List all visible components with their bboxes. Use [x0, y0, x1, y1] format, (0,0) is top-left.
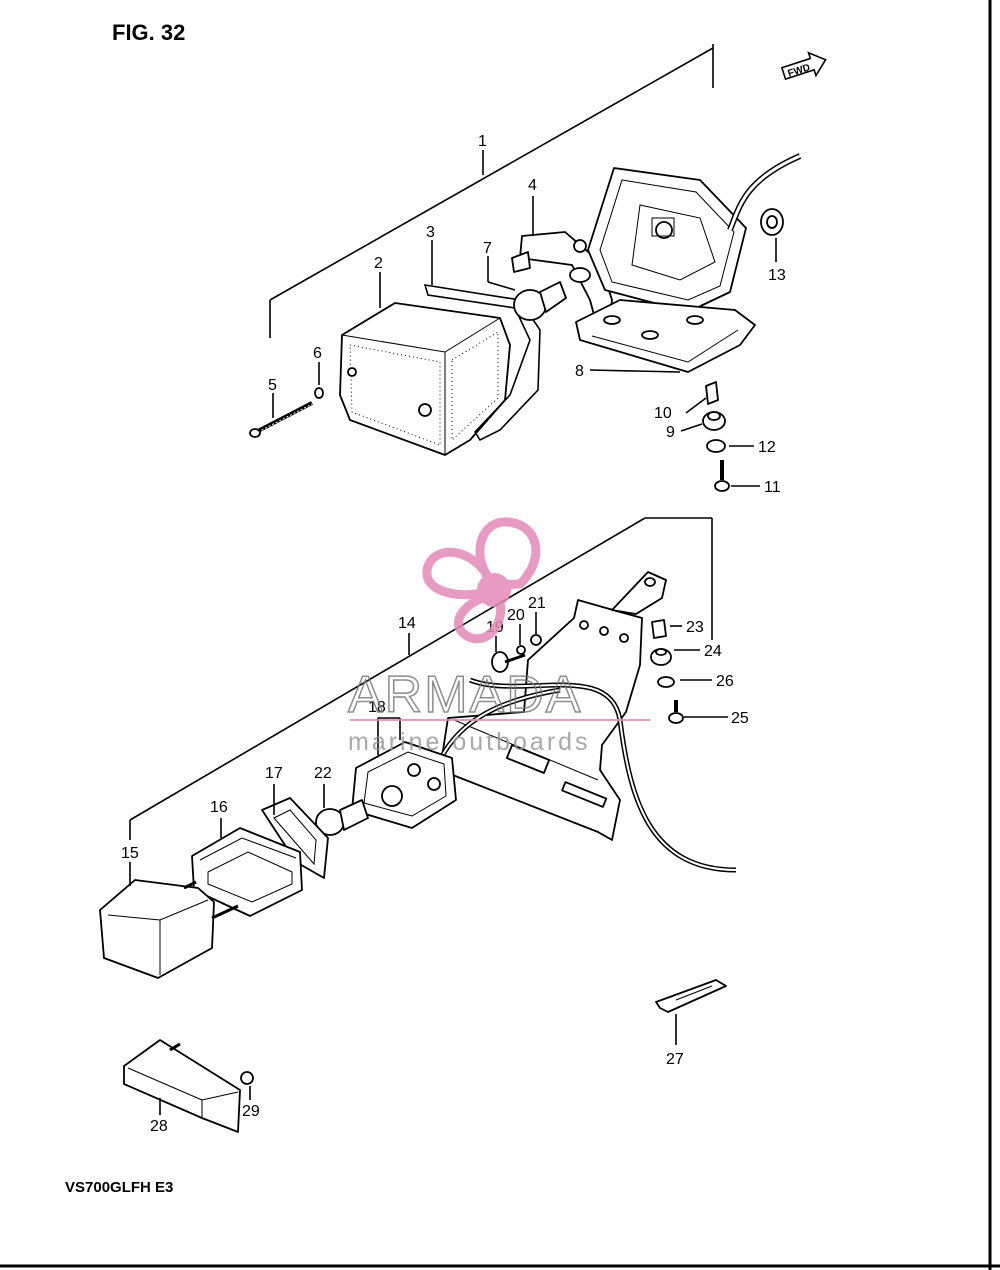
callout-7: 7	[483, 240, 492, 257]
callout-labels: 1 2 3 4 5 6 7 8 9 10 11 12 13 14 15 16 1…	[121, 133, 786, 1135]
rear-reflector	[123, 1039, 241, 1133]
callout-20: 20	[507, 607, 525, 624]
license-lamp-bolt	[491, 651, 526, 673]
figure-title: FIG. 32	[112, 20, 185, 45]
tail-bulb	[513, 281, 567, 321]
callout-6: 6	[313, 345, 322, 362]
license-lamp-socket	[351, 741, 457, 829]
callout-25: 25	[731, 710, 749, 727]
reflector-nut	[240, 1071, 254, 1085]
callout-26: 26	[716, 673, 734, 690]
watermark-brand: ARMADA	[348, 666, 582, 724]
mount-bolt	[714, 460, 730, 492]
callout-16: 16	[210, 799, 228, 816]
propeller-logo-icon	[422, 517, 541, 644]
callout-4: 4	[528, 177, 537, 194]
callout-3: 3	[426, 224, 435, 241]
lens-screw	[249, 401, 313, 438]
bolt-nut	[530, 634, 542, 646]
license-lamp-lens	[99, 879, 239, 979]
callout-22: 22	[314, 765, 332, 782]
screw-washer	[314, 387, 324, 399]
callout-14: 14	[398, 615, 416, 632]
bracket-bolt	[668, 700, 684, 724]
callout-bracket-14	[129, 517, 713, 840]
callout-5: 5	[268, 377, 277, 394]
watermark-tagline: marine outboards	[348, 728, 591, 756]
callout-bracket-1	[269, 44, 714, 338]
lamp-base-housing	[575, 167, 756, 373]
callout-29: 29	[242, 1103, 260, 1120]
callout-24: 24	[704, 643, 722, 660]
bracket-washer	[657, 676, 675, 688]
wire-grommet	[760, 208, 784, 236]
callout-27: 27	[666, 1051, 684, 1068]
bracket-cushion	[650, 648, 672, 666]
mount-cushion	[702, 411, 726, 431]
callout-12: 12	[758, 439, 776, 456]
callout-15: 15	[121, 845, 139, 862]
callout-8: 8	[575, 363, 584, 380]
mount-washer	[706, 439, 726, 453]
forward-arrow-icon: FWD	[780, 51, 827, 81]
callout-18: 18	[368, 699, 386, 716]
mount-collar	[705, 381, 719, 405]
lens-gasket	[423, 284, 541, 442]
callout-9: 9	[666, 424, 675, 441]
callout-28: 28	[150, 1118, 168, 1135]
tail-lamp-lens	[339, 302, 511, 456]
bracket-collar	[651, 619, 667, 639]
callout-13: 13	[768, 267, 786, 284]
model-code: VS700GLFH E3	[65, 1179, 173, 1196]
leader-lines-top	[272, 196, 777, 487]
callout-21: 21	[528, 595, 546, 612]
callout-17: 17	[265, 765, 283, 782]
wire-clamp	[655, 979, 727, 1013]
callout-1: 1	[478, 133, 487, 150]
leader-lines-lower	[129, 612, 728, 1115]
license-lamp-holder	[191, 827, 303, 917]
callout-23: 23	[686, 619, 704, 636]
bolt-washer	[516, 645, 526, 655]
watermark: ARMADA marine outboards	[347, 517, 650, 756]
callout-2: 2	[374, 255, 383, 272]
license-bulb	[315, 799, 369, 836]
callout-10: 10	[654, 405, 672, 422]
callout-11: 11	[764, 479, 781, 496]
